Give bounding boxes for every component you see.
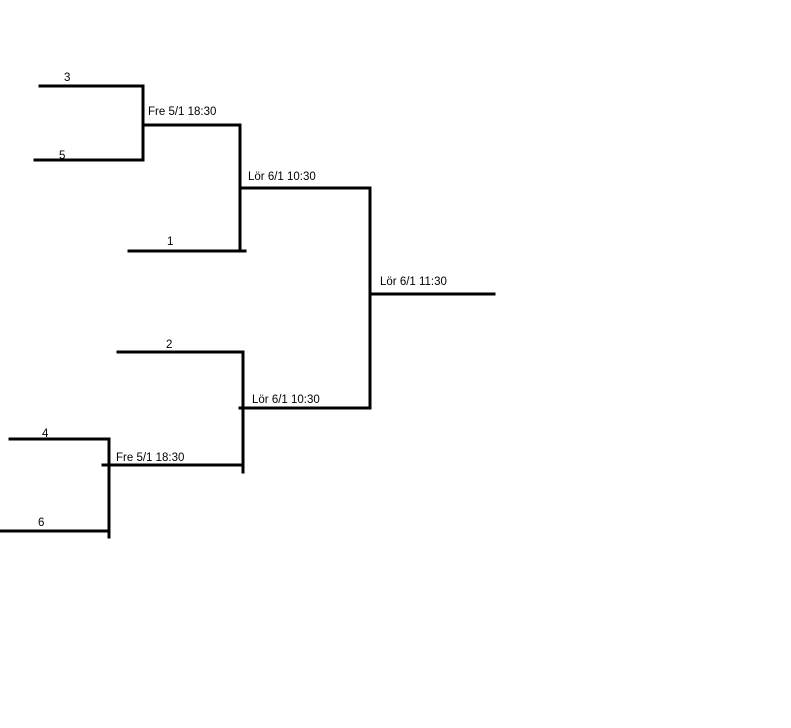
match-sf-top: 1 Lör 6/1 10:30	[127, 123, 372, 253]
sf-top-time-label: Lör 6/1 10:30	[248, 171, 316, 183]
match-sf-bottom: 2 Lör 6/1 10:30	[116, 339, 372, 474]
qf-bottom-time-label: Fre 5/1 18:30	[116, 452, 184, 464]
seed-1-label: 1	[167, 236, 173, 248]
match-qf-bottom: 4 6 Fre 5/1 18:30	[0, 428, 245, 539]
seed-2-label: 2	[166, 339, 172, 351]
sf-bottom-time-label: Lör 6/1 10:30	[252, 394, 320, 406]
match-qf-top: 3 5 Fre 5/1 18:30	[33, 72, 242, 162]
seed-5-label: 5	[59, 150, 65, 162]
seed-4-label: 4	[42, 428, 49, 440]
match-final: Lör 6/1 11:30	[368, 186, 496, 410]
qf-top-time-label: Fre 5/1 18:30	[148, 106, 216, 118]
seed-3-label: 3	[64, 72, 70, 84]
seed-6-label: 6	[38, 517, 44, 529]
final-time-label: Lör 6/1 11:30	[380, 276, 447, 288]
